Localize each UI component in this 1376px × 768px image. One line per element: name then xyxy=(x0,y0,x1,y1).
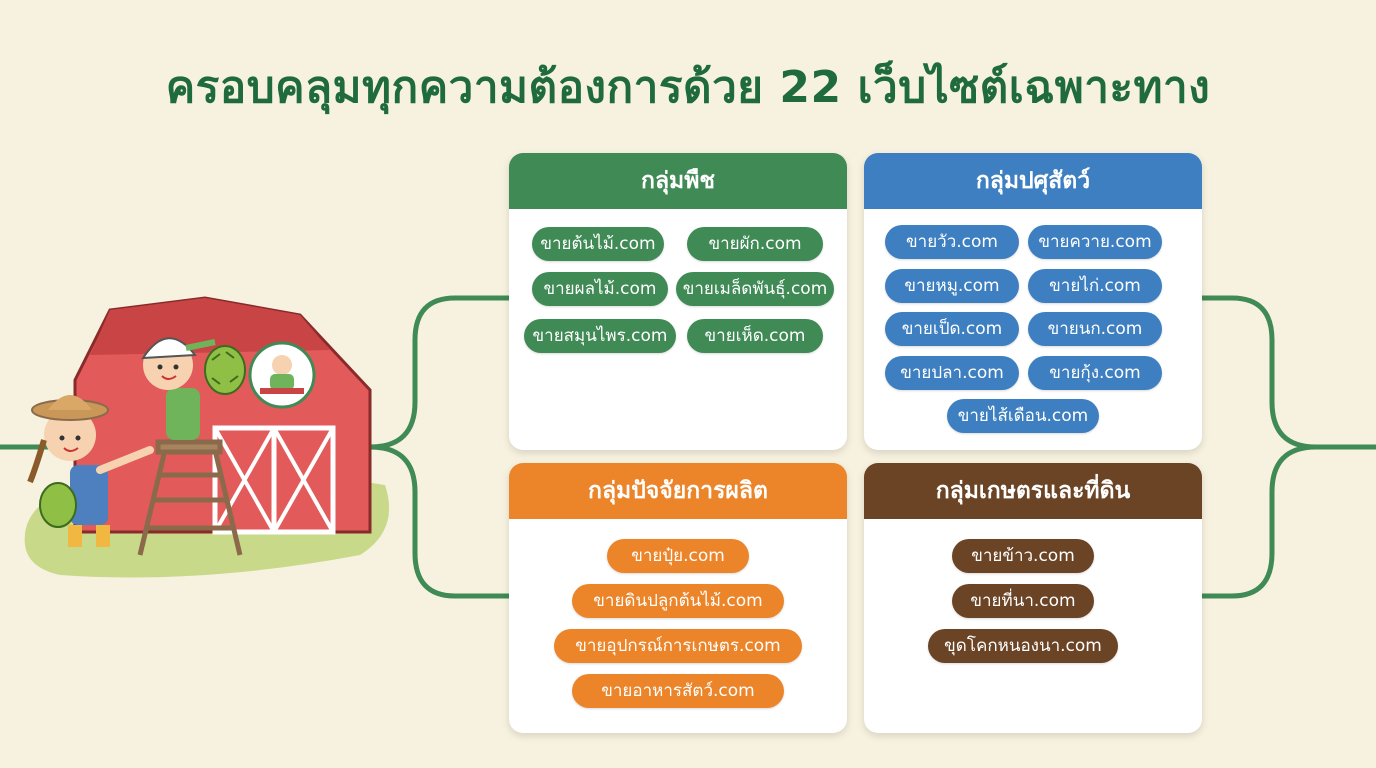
group-card-inputs: กลุ่มปัจจัยการผลิต ขายปุ๋ย.com ขายดินปลู… xyxy=(509,463,847,733)
left-connector xyxy=(0,295,513,599)
group-card-plants: กลุ่มพืช ขายต้นไม้.com ขายผัก.com ขายผลไ… xyxy=(509,153,847,450)
site-pill[interactable]: ขายไก่.com xyxy=(1028,269,1162,303)
site-pill[interactable]: ขายข้าว.com xyxy=(952,539,1094,573)
site-pill[interactable]: ขายนก.com xyxy=(1028,312,1162,346)
site-pill[interactable]: ขายผลไม้.com xyxy=(532,272,668,306)
ladder-icon xyxy=(137,439,243,556)
site-pill[interactable]: ขายที่นา.com xyxy=(952,584,1094,618)
barn-icon xyxy=(73,296,372,535)
farm-illustration xyxy=(24,296,390,578)
site-pill[interactable]: ขายเป็ด.com xyxy=(885,312,1019,346)
farmer-girl-icon xyxy=(27,395,154,547)
site-pill[interactable]: ขายผัก.com xyxy=(687,227,823,261)
group-header-land: กลุ่มเกษตรและที่ดิน xyxy=(864,463,1202,519)
right-connector xyxy=(1181,295,1376,599)
farmer-logo-badge-icon xyxy=(248,341,316,409)
site-pill[interactable]: ขายปุ๋ย.com xyxy=(607,539,749,573)
group-header-livestock: กลุ่มปศุสัตว์ xyxy=(864,153,1202,209)
site-pill[interactable]: ขายสมุนไพร.com xyxy=(524,319,676,353)
site-pill[interactable]: ขุดโคกหนองนา.com xyxy=(928,629,1118,663)
site-pill[interactable]: ขายวัว.com xyxy=(885,225,1019,259)
site-pill[interactable]: ขายอุปกรณ์การเกษตร.com xyxy=(554,629,802,663)
site-pill[interactable]: ขายต้นไม้.com xyxy=(532,227,664,261)
site-pill[interactable]: ขายดินปลูกต้นไม้.com xyxy=(572,584,784,618)
site-pill[interactable]: ขายกุ้ง.com xyxy=(1028,356,1162,390)
site-pill[interactable]: ขายควาย.com xyxy=(1028,225,1162,259)
durian-icon xyxy=(204,345,246,395)
group-header-plants: กลุ่มพืช xyxy=(509,153,847,209)
farmer-boy-icon xyxy=(141,337,216,440)
site-pill[interactable]: ขายหมู.com xyxy=(885,269,1019,303)
site-pill[interactable]: ขายปลา.com xyxy=(885,356,1019,390)
page-title: ครอบคลุมทุกความต้องการด้วย 22 เว็บไซต์เฉ… xyxy=(165,62,1211,113)
site-pill[interactable]: ขายอาหารสัตว์.com xyxy=(572,674,784,708)
group-header-inputs: กลุ่มปัจจัยการผลิต xyxy=(509,463,847,519)
group-card-land: กลุ่มเกษตรและที่ดิน ขายข้าว.com ขายที่นา… xyxy=(864,463,1202,733)
site-pill[interactable]: ขายไส้เดือน.com xyxy=(947,399,1099,433)
group-card-livestock: กลุ่มปศุสัตว์ ขายวัว.com ขายควาย.com ขาย… xyxy=(864,153,1202,450)
site-pill[interactable]: ขายเห็ด.com xyxy=(687,319,823,353)
site-pill[interactable]: ขายเมล็ดพันธุ์.com xyxy=(676,272,834,306)
